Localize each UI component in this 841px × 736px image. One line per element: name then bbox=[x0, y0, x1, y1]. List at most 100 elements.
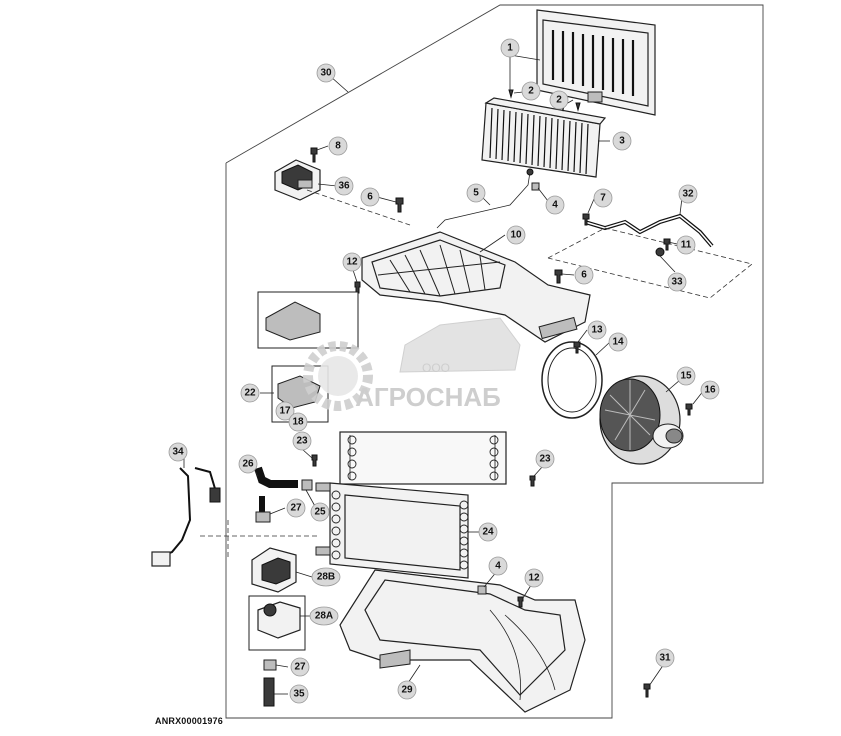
callout-circle bbox=[587, 320, 607, 340]
screw-31 bbox=[643, 683, 651, 698]
callout-label: 29 bbox=[401, 685, 413, 696]
callout-circle bbox=[310, 502, 330, 522]
inset-view-17 bbox=[257, 291, 359, 349]
callout-label: 6 bbox=[367, 192, 373, 203]
callout-4: 4 bbox=[545, 195, 565, 215]
callout-circle bbox=[667, 272, 687, 292]
part-gasket-inner bbox=[547, 347, 597, 413]
callout-circle bbox=[328, 136, 348, 156]
guide-hose-area bbox=[547, 227, 753, 299]
callout-circle bbox=[612, 131, 632, 151]
callout-label: 17 bbox=[279, 406, 291, 417]
callout-label: 34 bbox=[172, 447, 184, 458]
callout-label: 36 bbox=[338, 181, 350, 192]
sensor-tip bbox=[526, 168, 534, 176]
callout-circle bbox=[288, 412, 308, 432]
callout-18: 18 bbox=[288, 412, 308, 432]
callout-12: 12 bbox=[524, 568, 544, 588]
callout-12: 12 bbox=[342, 252, 362, 272]
callout-30: 30 bbox=[316, 63, 336, 83]
watermark-gear-hub bbox=[318, 356, 358, 396]
part-cabin-filter bbox=[481, 97, 607, 178]
callout-label: 28B bbox=[317, 572, 335, 583]
callout-circle bbox=[535, 449, 555, 469]
screw-10 bbox=[310, 147, 318, 163]
callout-label: 3 bbox=[619, 136, 625, 147]
callout-6: 6 bbox=[360, 187, 380, 207]
callout-31: 31 bbox=[655, 648, 675, 668]
callout-label: 27 bbox=[290, 503, 302, 514]
callout-circle bbox=[655, 648, 675, 668]
callout-circle bbox=[466, 183, 486, 203]
callout-4: 4 bbox=[488, 556, 508, 576]
part-heater-core bbox=[315, 482, 469, 579]
callout-circle bbox=[290, 657, 310, 677]
watermark: ООО АГРОСНАБ bbox=[303, 317, 521, 412]
callout-circle bbox=[240, 383, 260, 403]
callout-circle bbox=[275, 401, 295, 421]
callout-label: 30 bbox=[320, 68, 332, 79]
callout-label: 4 bbox=[495, 561, 501, 572]
cable-connector-upper bbox=[209, 487, 221, 503]
callout-22: 22 bbox=[240, 383, 260, 403]
callout-17: 17 bbox=[275, 401, 295, 421]
part-upper-housing bbox=[361, 231, 591, 343]
callout-label: 5 bbox=[473, 188, 479, 199]
callout-6: 6 bbox=[574, 265, 594, 285]
callout-circle bbox=[286, 498, 306, 518]
callout-label: 7 bbox=[600, 193, 606, 204]
clip-25 bbox=[301, 479, 313, 491]
screw-23-right bbox=[529, 475, 536, 487]
screw-16 bbox=[685, 403, 693, 416]
callout-23: 23 bbox=[292, 431, 312, 451]
part-actuator-28A bbox=[248, 595, 306, 651]
callout-13: 13 bbox=[587, 320, 607, 340]
watermark-small-text: ООО bbox=[422, 361, 450, 375]
callout-label: 27 bbox=[294, 662, 306, 673]
callout-circle bbox=[700, 380, 720, 400]
screw-11 bbox=[663, 238, 671, 251]
callout-34: 34 bbox=[168, 442, 188, 462]
watermark-gear-icon bbox=[303, 341, 373, 411]
callout-1: 1 bbox=[500, 38, 520, 58]
callout-35: 35 bbox=[289, 684, 309, 704]
callout-label: 12 bbox=[346, 257, 358, 268]
callout-27: 27 bbox=[290, 657, 310, 677]
callout-circle bbox=[506, 225, 526, 245]
callout-circle bbox=[545, 195, 565, 215]
callout-label: 26 bbox=[242, 459, 254, 470]
callout-10: 10 bbox=[506, 225, 526, 245]
callout-circle bbox=[478, 522, 498, 542]
callout-32: 32 bbox=[678, 184, 698, 204]
part-drain-tube-35 bbox=[263, 677, 275, 707]
watermark-tractor-icon bbox=[399, 317, 521, 373]
callout-circle bbox=[289, 684, 309, 704]
callout-24: 24 bbox=[478, 522, 498, 542]
callout-23: 23 bbox=[535, 449, 555, 469]
nut-4-top bbox=[531, 182, 540, 191]
callout-label: 32 bbox=[682, 189, 694, 200]
screw-7 bbox=[582, 213, 590, 226]
callout-27: 27 bbox=[286, 498, 306, 518]
cable-connector-lower bbox=[151, 551, 171, 567]
callout-circle bbox=[574, 265, 594, 285]
guide-module bbox=[306, 189, 411, 226]
clamp-27-lower bbox=[263, 659, 277, 671]
screw-6-upper bbox=[395, 197, 404, 213]
callout-circle bbox=[488, 556, 508, 576]
callout-circle bbox=[316, 63, 336, 83]
clamp-33 bbox=[655, 247, 665, 257]
watermark-large-text: АГРОСНАБ bbox=[355, 382, 501, 412]
callout-circle bbox=[676, 366, 696, 386]
callout-circle bbox=[521, 81, 541, 101]
screw-13 bbox=[573, 341, 581, 354]
callout-circle bbox=[238, 454, 258, 474]
callout-circle bbox=[168, 442, 188, 462]
callout-circle bbox=[524, 568, 544, 588]
callout-label: 6 bbox=[581, 270, 587, 281]
callout-label: 2 bbox=[528, 86, 534, 97]
screw-12-upper bbox=[354, 281, 361, 294]
clamp-27-upper bbox=[255, 511, 271, 523]
callout-label: 4 bbox=[552, 200, 558, 211]
